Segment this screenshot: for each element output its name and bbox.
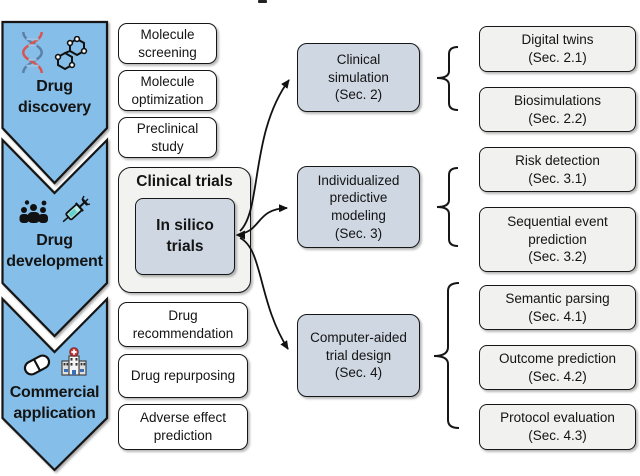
stage2-icons — [2, 193, 107, 229]
in-silico-trials-box: In silico trials — [135, 198, 235, 275]
step-molecule-screening: Molecule screening — [118, 23, 217, 64]
chevron-commercial-application — [1, 296, 109, 472]
chevron-drug-development — [1, 137, 109, 338]
chevron-drug-discovery — [1, 20, 109, 185]
section-computer-aided-trial-design: Computer-aided trial design (Sec. 4) — [297, 314, 420, 397]
clinical-trials-panel: Clinical trials In silico trials — [118, 167, 251, 293]
step-adverse-effect-prediction: Adverse effect prediction — [118, 404, 248, 450]
section-individualized-predictive-modeling: Individualized predictive modeling (Sec.… — [297, 166, 420, 248]
step-preclinical-study: Preclinical study — [118, 117, 217, 158]
stage-label-drug-discovery: Drug discovery — [18, 78, 91, 117]
pill-icon — [23, 354, 50, 376]
topic-semantic-parsing: Semantic parsing (Sec. 4.1) — [479, 285, 636, 330]
stage1-icons — [2, 31, 107, 74]
topic-biosimulations: Biosimulations (Sec. 2.2) — [479, 87, 636, 132]
hospital-icon — [60, 347, 87, 376]
step-drug-recommendation: Drug recommendation — [118, 302, 248, 347]
topic-protocol-evaluation: Protocol evaluation (Sec. 4.3) — [479, 404, 636, 450]
molecule-icon — [54, 36, 88, 71]
step-molecule-optimization: Molecule optimization — [118, 70, 217, 111]
section-clinical-simulation: Clinical simulation (Sec. 2) — [297, 43, 420, 112]
topic-sequential-event-prediction: Sequential event prediction (Sec. 3.2) — [479, 207, 636, 272]
people-icon — [19, 200, 48, 223]
topic-risk-detection: Risk detection (Sec. 3.1) — [479, 147, 636, 192]
topic-outcome-prediction: Outcome prediction (Sec. 4.2) — [479, 345, 636, 390]
dna-icon — [22, 31, 43, 74]
syringe-icon — [62, 195, 90, 223]
clinical-trials-title: Clinical trials — [136, 173, 233, 190]
stage-label-drug-development: Drug development — [6, 232, 103, 271]
step-drug-repurposing: Drug repurposing — [118, 354, 248, 398]
cropped-text-fragment — [258, 0, 267, 3]
stage-label-commercial-application: Commercial application — [9, 384, 100, 423]
topic-digital-twins: Digital twins (Sec. 2.1) — [479, 26, 636, 72]
stage3-icons — [2, 347, 107, 377]
